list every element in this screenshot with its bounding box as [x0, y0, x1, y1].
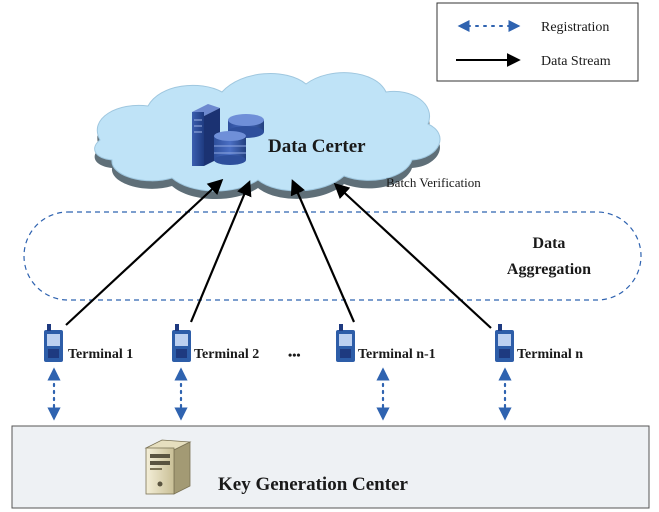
handheld-terminal-icon [44, 324, 63, 362]
database-icon [214, 114, 264, 165]
registration-arrows [47, 367, 512, 421]
ellipsis: ••• [288, 348, 301, 362]
legend: Registration Data Stream [436, 2, 639, 82]
aggregation-label-line1: Data [533, 235, 566, 252]
data-stream-arrow-2 [189, 180, 252, 323]
terminal-2-label: Terminal 2 [194, 347, 259, 362]
terminal-2: Terminal 2 [172, 324, 259, 362]
kgc-title: Key Generation Center [218, 474, 409, 495]
terminal-n-1: Terminal n-1 [336, 324, 436, 362]
handheld-terminal-icon [336, 324, 355, 362]
legend-data-stream-label: Data Stream [541, 54, 611, 69]
terminal-n-label: Terminal n [517, 347, 583, 362]
terminal-1-label: Terminal 1 [68, 347, 133, 362]
data-stream-arrow-4 [333, 182, 492, 329]
handheld-terminal-icon [495, 324, 514, 362]
batch-verification-label: Batch Verification [386, 175, 481, 190]
data-stream-arrows [65, 178, 492, 329]
aggregation-label-line2: Aggregation [507, 261, 591, 278]
data-stream-arrow-3 [290, 179, 356, 323]
key-generation-center: Key Generation Center [11, 425, 650, 509]
legend-registration-label: Registration [541, 20, 609, 35]
terminal-1: Terminal 1 [44, 324, 133, 362]
terminal-n: Terminal n [495, 324, 583, 362]
data-aggregation-region [23, 211, 642, 301]
handheld-terminal-icon [172, 324, 191, 362]
data-stream-arrow-1 [65, 178, 224, 326]
data-center-cloud [94, 72, 441, 200]
terminal-n-1-label: Terminal n-1 [358, 347, 436, 362]
data-center-title: Data Certer [268, 136, 366, 157]
server-computer-icon [144, 439, 192, 495]
